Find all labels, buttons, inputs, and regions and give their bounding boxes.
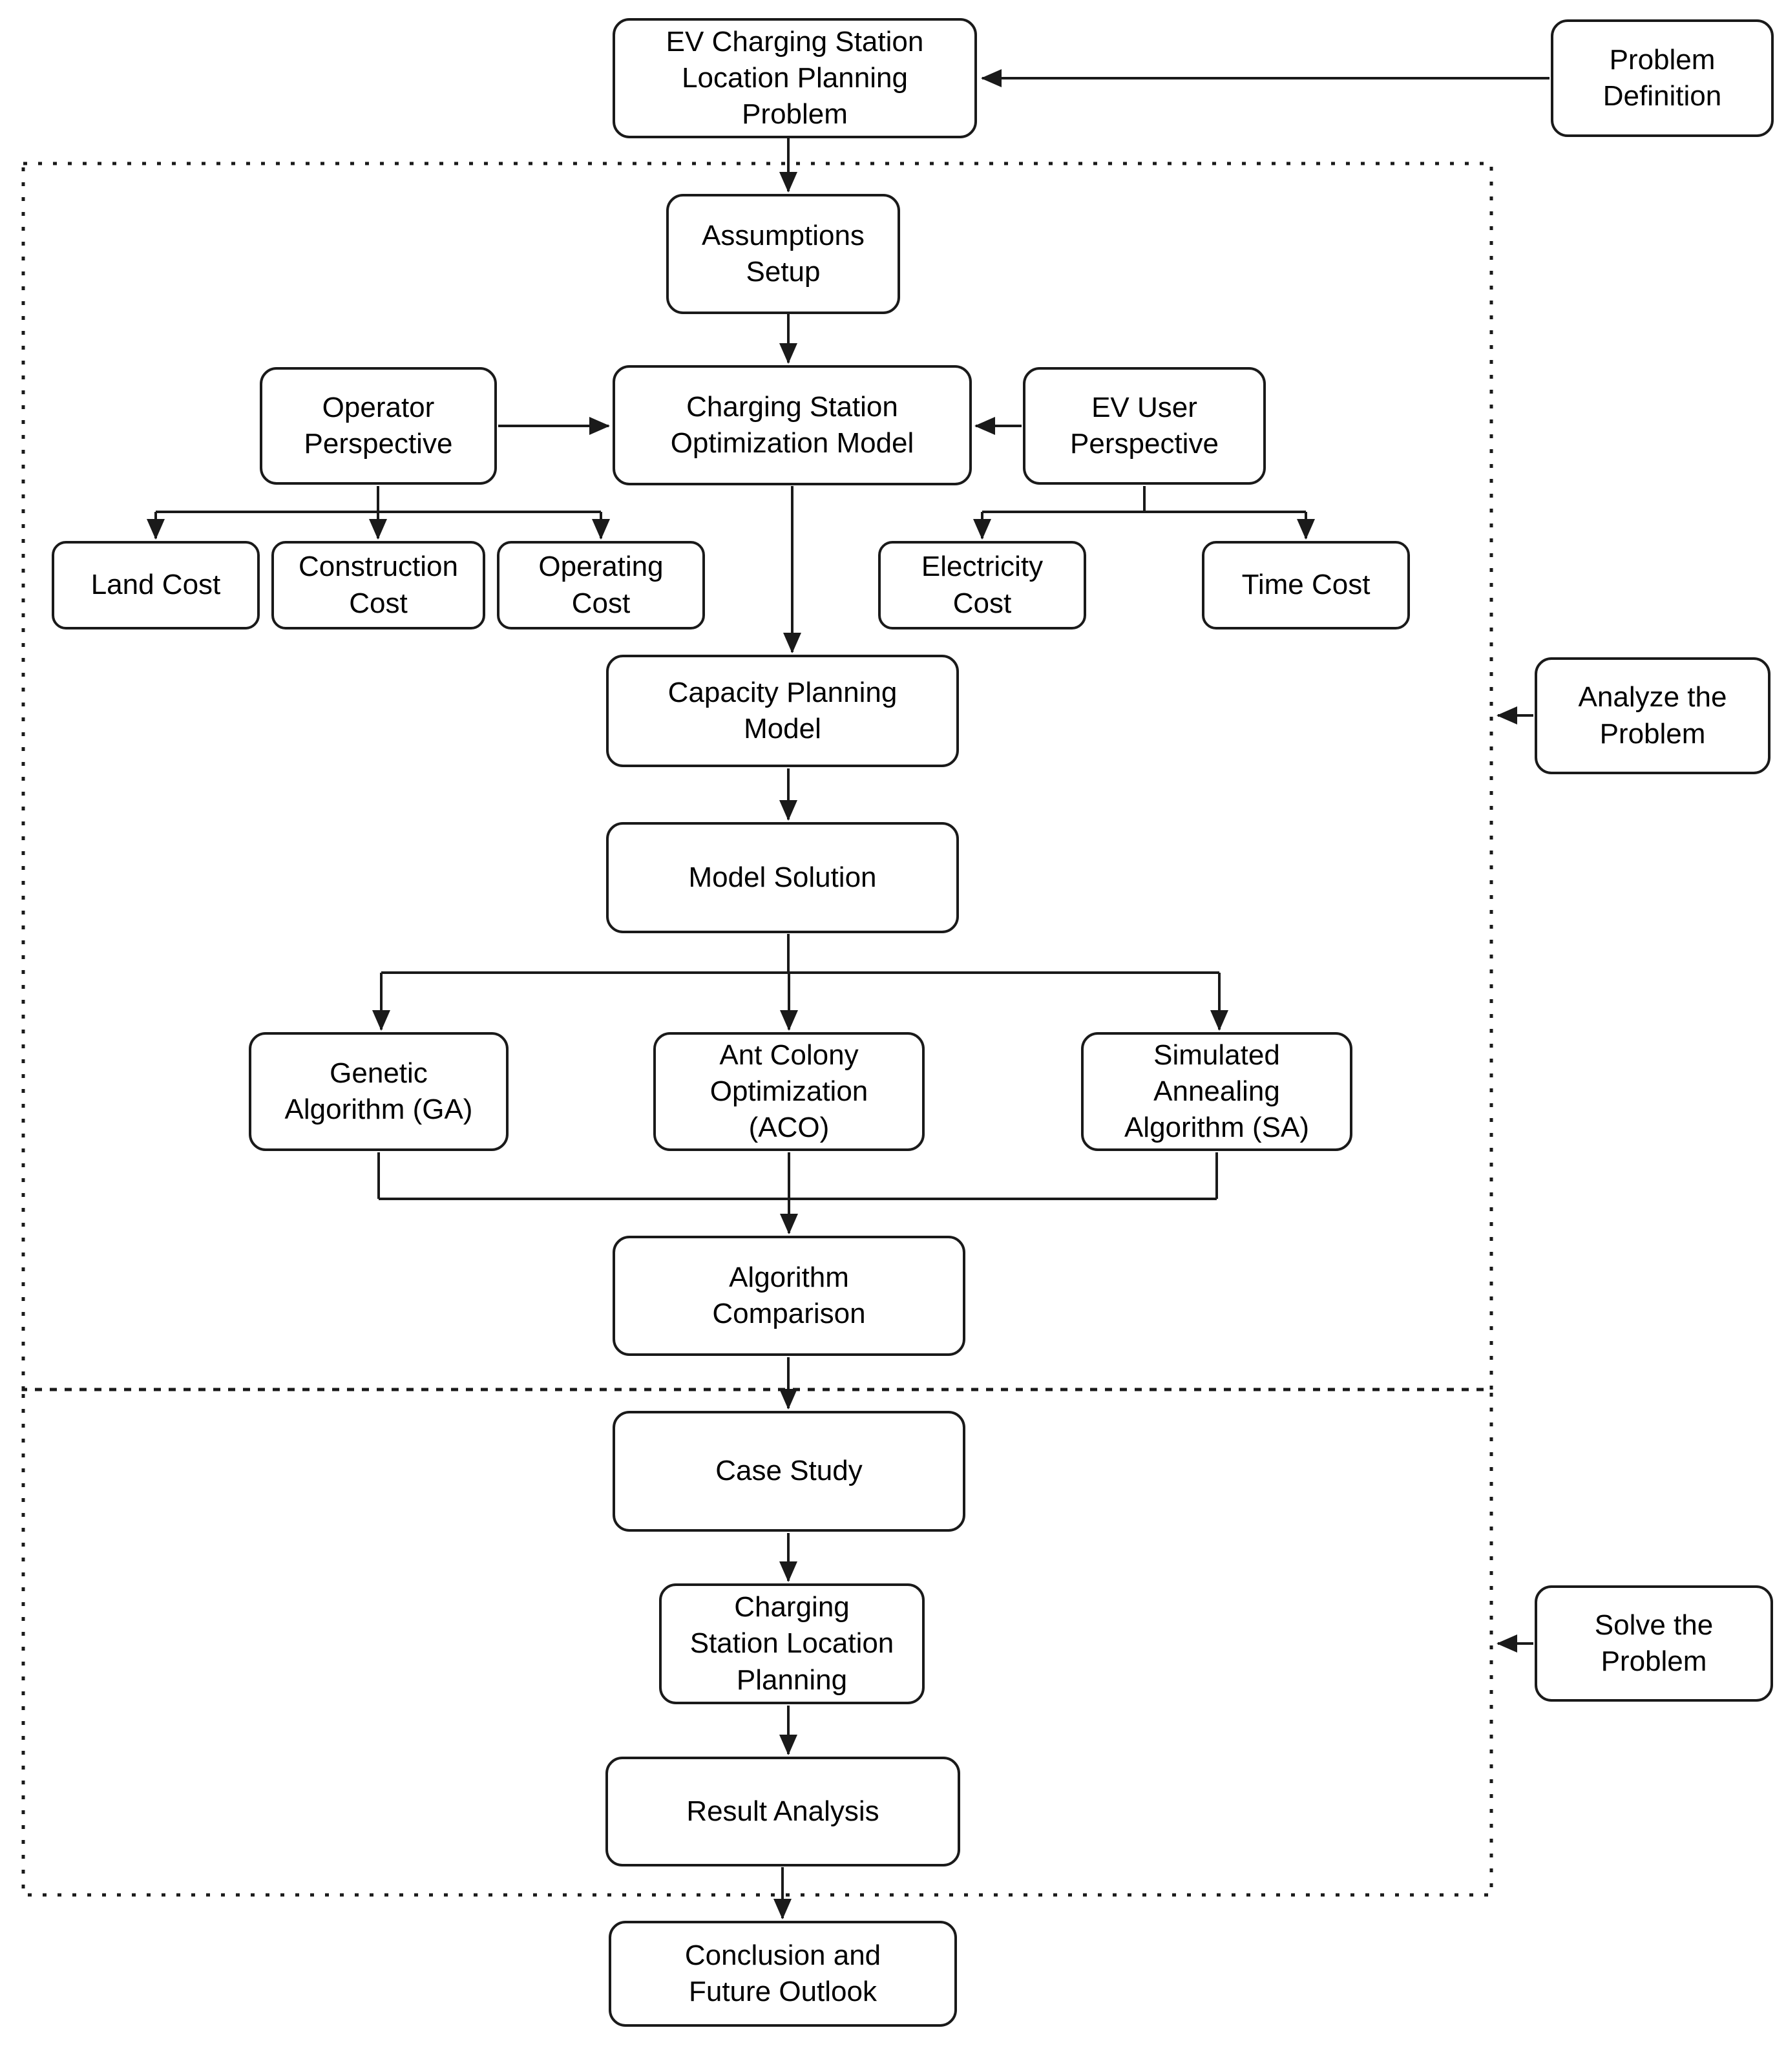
node-assumptions-setup: Assumptions Setup	[666, 194, 900, 314]
node-ant-colony-optimization: Ant Colony Optimization (ACO)	[653, 1032, 925, 1151]
solve-section-border	[21, 1388, 1493, 1897]
node-ev-charging-station-location-planning-problem: EV Charging Station Location Planning Pr…	[613, 18, 977, 138]
node-algorithm-comparison: Algorithm Comparison	[613, 1236, 965, 1356]
node-construction-cost: Construction Cost	[271, 541, 485, 629]
node-charging-station-optimization-model: Charging Station Optimization Model	[613, 365, 972, 485]
node-land-cost: Land Cost	[52, 541, 260, 629]
edge-algorithms-to-comparison	[377, 1152, 1218, 1234]
node-result-analysis: Result Analysis	[605, 1757, 960, 1866]
node-analyze-the-problem: Analyze the Problem	[1535, 657, 1770, 774]
node-time-cost: Time Cost	[1202, 541, 1410, 629]
node-problem-definition: Problem Definition	[1551, 19, 1774, 137]
node-electricity-cost: Electricity Cost	[878, 541, 1086, 629]
node-conclusion-and-future-outlook: Conclusion and Future Outlook	[609, 1921, 957, 2027]
edge-model-solution-to-algorithms	[372, 934, 1228, 1031]
node-charging-station-location-planning: Charging Station Location Planning	[659, 1583, 925, 1704]
edge-ev-user-to-costs	[973, 486, 1315, 540]
node-operator-perspective: Operator Perspective	[260, 367, 497, 485]
node-case-study: Case Study	[613, 1411, 965, 1532]
node-genetic-algorithm: Genetic Algorithm (GA)	[249, 1032, 509, 1151]
edge-operator-to-costs	[147, 486, 610, 540]
node-ev-user-perspective: EV User Perspective	[1023, 367, 1266, 485]
node-solve-the-problem: Solve the Problem	[1535, 1585, 1773, 1702]
node-capacity-planning-model: Capacity Planning Model	[606, 655, 959, 767]
node-operating-cost: Operating Cost	[497, 541, 705, 629]
node-simulated-annealing-algorithm: Simulated Annealing Algorithm (SA)	[1081, 1032, 1352, 1151]
node-model-solution: Model Solution	[606, 822, 959, 933]
analyze-section-border	[21, 162, 1493, 1391]
